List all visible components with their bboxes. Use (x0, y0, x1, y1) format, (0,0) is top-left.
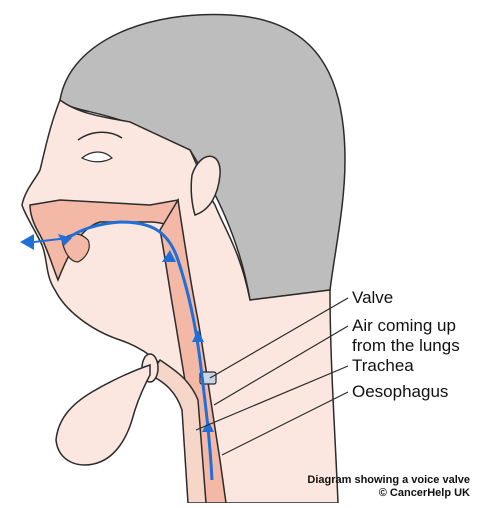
label-valve: Valve (352, 288, 393, 308)
label-oesophagus: Oesophagus (352, 382, 448, 402)
caption-title: Diagram showing a voice valve (307, 474, 470, 486)
label-trachea: Trachea (352, 356, 414, 376)
hand (56, 365, 150, 465)
label-air-line2: from the lungs (352, 336, 460, 356)
caption-copyright: © CancerHelp UK (379, 487, 470, 499)
airflow-arrow (20, 234, 34, 250)
label-air-line1: Air coming up (352, 316, 456, 336)
